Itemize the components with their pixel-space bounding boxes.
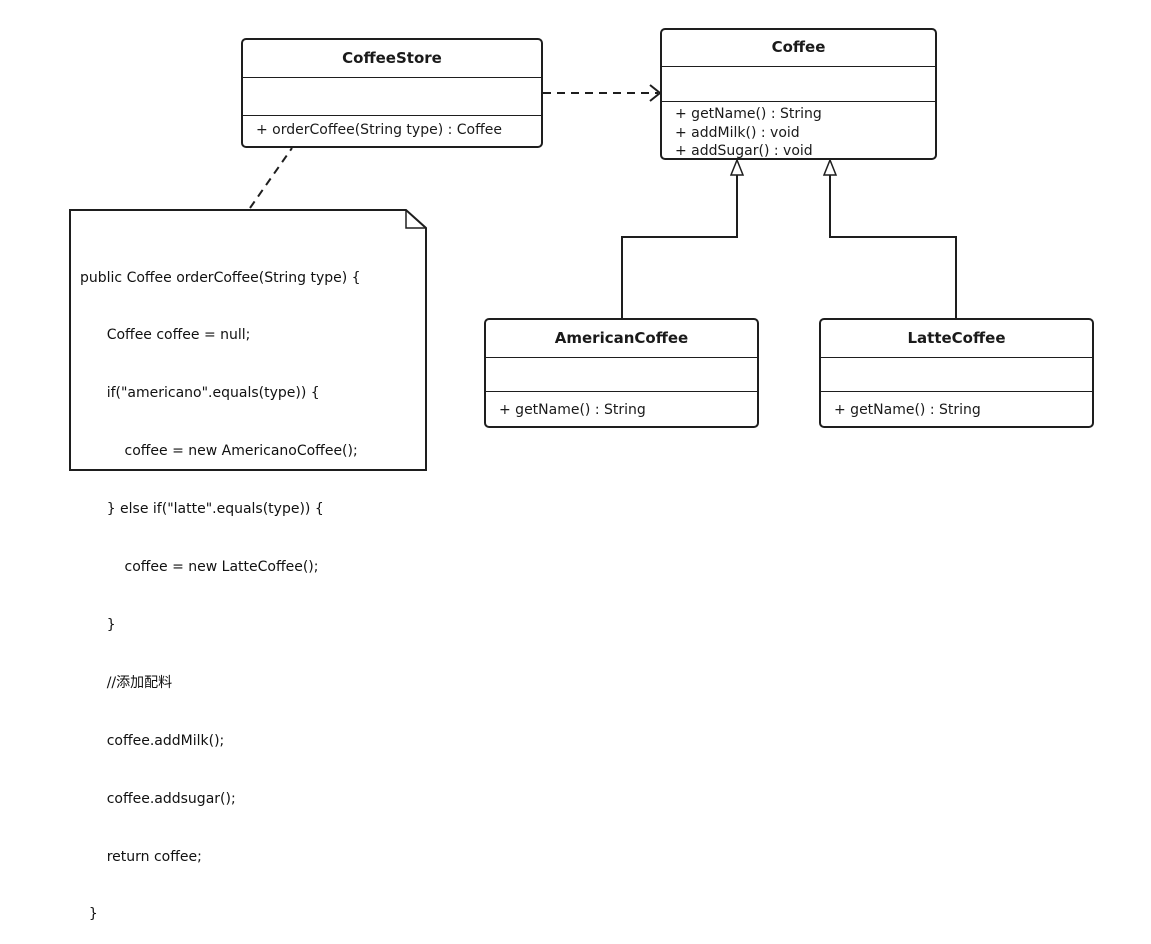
generalization-american-arrow xyxy=(621,157,745,318)
generalization-latte-arrow xyxy=(822,157,957,318)
class-coffee-store[interactable]: CoffeeStore + orderCoffee(String type) :… xyxy=(241,38,543,148)
class-coffee-store-operations: + orderCoffee(String type) : Coffee xyxy=(243,116,541,140)
class-american-coffee-name: AmericanCoffee xyxy=(486,320,757,358)
code-line: } xyxy=(80,906,98,923)
code-line: public Coffee orderCoffee(String type) { xyxy=(80,269,361,286)
class-american-coffee-operations: + getName() : String xyxy=(486,392,757,420)
class-american-coffee[interactable]: AmericanCoffee + getName() : String xyxy=(484,318,759,428)
class-coffee-attributes xyxy=(662,67,935,102)
class-american-coffee-attributes xyxy=(486,358,757,392)
class-latte-coffee-attributes xyxy=(821,358,1092,392)
code-line: coffee = new AmericanoCoffee(); xyxy=(80,443,358,460)
code-line: if("americano".equals(type)) { xyxy=(80,385,320,402)
class-latte-coffee-name: LatteCoffee xyxy=(821,320,1092,358)
dependency-arrow xyxy=(543,84,662,102)
code-note[interactable]: public Coffee orderCoffee(String type) {… xyxy=(80,230,420,944)
code-line: Coffee coffee = null; xyxy=(80,327,251,344)
operation-get-name: + getName() : String xyxy=(675,106,822,122)
class-coffee-store-attributes xyxy=(243,78,541,116)
class-coffee[interactable]: Coffee + getName() : String + addMilk() … xyxy=(660,28,937,160)
code-line: coffee.addsugar(); xyxy=(80,790,236,807)
operation-get-name: + getName() : String xyxy=(834,402,981,418)
operation-order-coffee: + orderCoffee(String type) : Coffee xyxy=(256,122,502,138)
operation-get-name: + getName() : String xyxy=(499,402,646,418)
code-comment-line: //添加配料 xyxy=(80,674,173,691)
code-line: return coffee; xyxy=(80,848,202,865)
class-coffee-name: Coffee xyxy=(662,30,935,67)
operation-add-sugar: + addSugar() : void xyxy=(675,143,813,159)
code-line: coffee.addMilk(); xyxy=(80,732,225,749)
operation-add-milk: + addMilk() : void xyxy=(675,124,800,141)
code-line: coffee = new LatteCoffee(); xyxy=(80,559,319,576)
code-line: } xyxy=(80,616,116,633)
code-line: } else if("latte".equals(type)) { xyxy=(80,501,324,518)
class-latte-coffee-operations: + getName() : String xyxy=(821,392,1092,420)
class-coffee-store-name: CoffeeStore xyxy=(243,40,541,78)
note-anchor-line xyxy=(249,147,293,209)
class-latte-coffee[interactable]: LatteCoffee + getName() : String xyxy=(819,318,1094,428)
class-coffee-operations: + getName() : String + addMilk() : void … xyxy=(662,102,935,159)
